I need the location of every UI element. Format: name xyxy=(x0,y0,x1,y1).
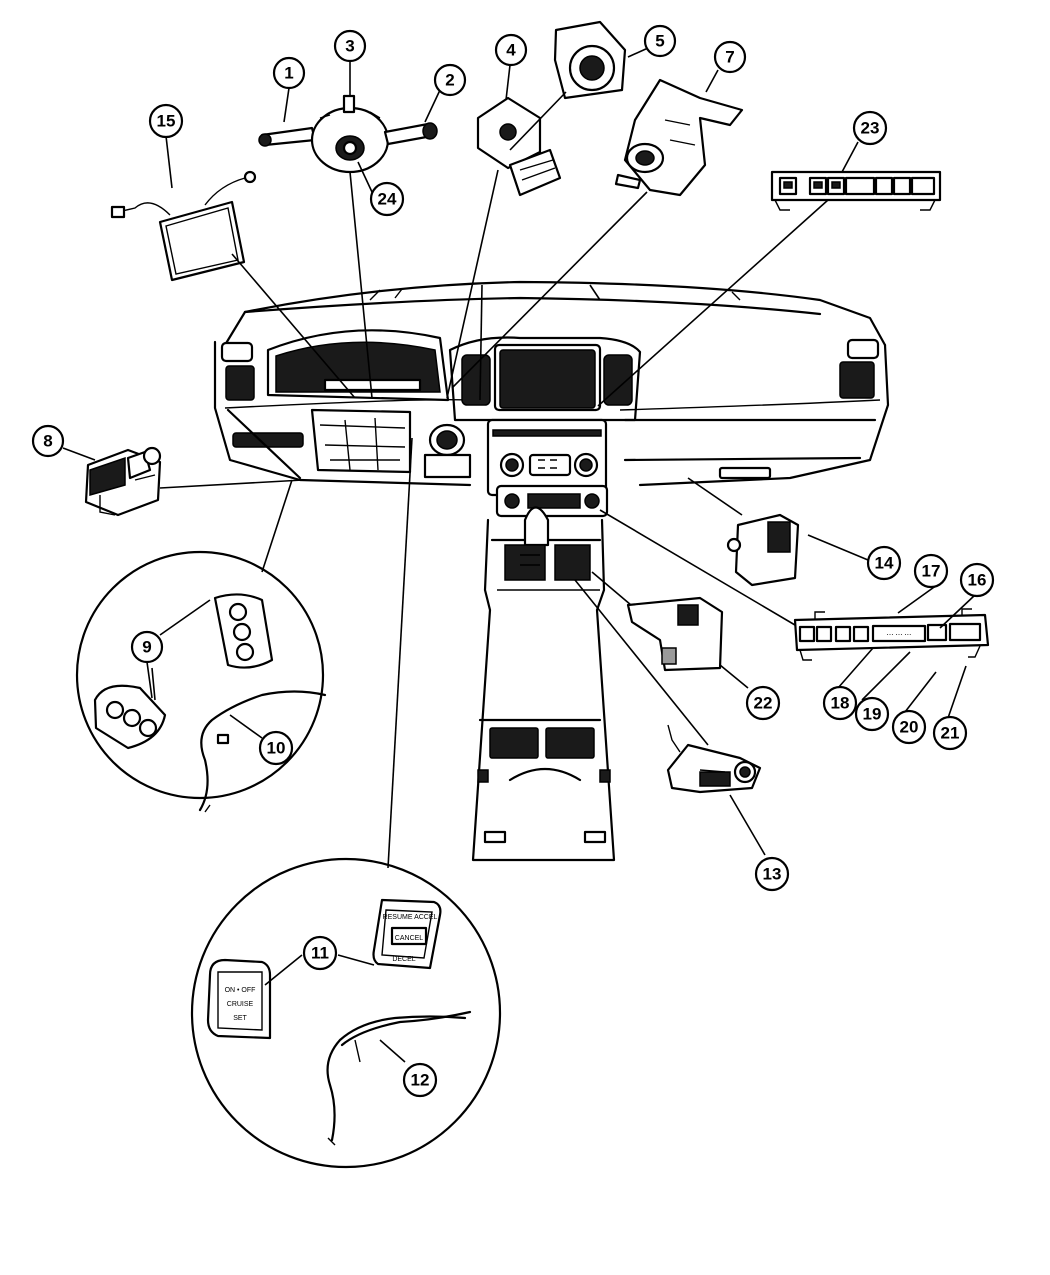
svg-text:24: 24 xyxy=(378,190,397,209)
leader-lines xyxy=(62,47,976,1063)
detail-circle-9-10 xyxy=(75,550,327,813)
ignition-switch-part xyxy=(476,96,562,197)
callout-24: 24 xyxy=(369,181,405,217)
callout-22: 22 xyxy=(745,685,781,721)
svg-text:22: 22 xyxy=(754,694,773,713)
callout-16: 16 xyxy=(959,562,995,598)
svg-text:8: 8 xyxy=(43,432,52,451)
callout-9-upper: 9 xyxy=(130,630,164,664)
svg-text:13: 13 xyxy=(763,865,782,884)
svg-text:10: 10 xyxy=(267,739,286,758)
callout-2: 2 xyxy=(433,63,467,97)
svg-text:1: 1 xyxy=(284,64,293,83)
cruise-on-off-label: ON • OFF xyxy=(225,987,256,994)
cruise-set-label: SET xyxy=(233,1015,247,1022)
callouts: 1 2 3 4 5 7 8 9 10 11 12 13 14 15 16 17 … xyxy=(31,24,995,1098)
detail-circle-11-12: ON • OFF CRUISE SET RESUME ACCEL CANCEL … xyxy=(190,857,502,1169)
headlamp-switch-part xyxy=(84,446,162,517)
callout-15: 15 xyxy=(148,103,184,139)
callout-1: 1 xyxy=(272,56,306,90)
svg-text:⋯ ⋯ ⋯: ⋯ ⋯ ⋯ xyxy=(887,632,912,639)
switch-13-part xyxy=(666,724,762,794)
cancel-label: CANCEL xyxy=(395,935,424,942)
instrument-panel xyxy=(213,280,890,862)
svg-text:17: 17 xyxy=(922,562,941,581)
callout-5: 5 xyxy=(643,24,677,58)
callout-4: 4 xyxy=(494,33,528,67)
svg-text:12: 12 xyxy=(411,1071,430,1090)
callout-18: 18 xyxy=(822,685,858,721)
callout-17: 17 xyxy=(913,553,949,589)
resume-accel-label: RESUME ACCEL xyxy=(383,914,438,921)
cruise-label: CRUISE xyxy=(227,1001,254,1008)
svg-text:16: 16 xyxy=(968,571,987,590)
svg-text:4: 4 xyxy=(506,41,516,60)
switch-14-part xyxy=(726,513,800,587)
callout-7: 7 xyxy=(713,40,747,74)
callout-12: 12 xyxy=(402,1062,438,1098)
transfer-switch-part xyxy=(626,596,724,672)
svg-text:9: 9 xyxy=(142,638,151,657)
column-shroud-part xyxy=(614,78,744,197)
svg-text:7: 7 xyxy=(725,48,734,67)
svg-text:20: 20 xyxy=(900,718,919,737)
svg-text:2: 2 xyxy=(445,71,454,90)
decel-label: DECEL xyxy=(392,956,415,963)
svg-text:5: 5 xyxy=(655,32,664,51)
callout-10: 10 xyxy=(258,730,294,766)
callout-20: 20 xyxy=(891,709,927,745)
callout-21: 21 xyxy=(932,715,968,751)
callout-23: 23 xyxy=(852,110,888,146)
callout-9-lower-tail xyxy=(146,661,153,699)
callout-14: 14 xyxy=(866,545,902,581)
svg-text:3: 3 xyxy=(345,37,354,56)
clockspring-cover-part xyxy=(553,20,627,100)
callout-3: 3 xyxy=(333,29,367,63)
svg-text:18: 18 xyxy=(831,694,850,713)
control-panel-part: ⋯ ⋯ ⋯ xyxy=(793,608,990,661)
switch-bank-23-part xyxy=(770,170,942,211)
svg-text:19: 19 xyxy=(863,705,882,724)
callout-13: 13 xyxy=(754,856,790,892)
multifunction-switch-assembly xyxy=(258,94,438,174)
display-module-part xyxy=(110,170,257,282)
svg-text:14: 14 xyxy=(875,554,894,573)
svg-text:21: 21 xyxy=(941,724,960,743)
callout-8: 8 xyxy=(31,424,65,458)
svg-text:11: 11 xyxy=(311,944,329,963)
callout-11: 11 xyxy=(302,935,338,971)
svg-text:23: 23 xyxy=(861,119,880,138)
svg-text:15: 15 xyxy=(157,112,176,131)
callout-19: 19 xyxy=(854,696,890,732)
